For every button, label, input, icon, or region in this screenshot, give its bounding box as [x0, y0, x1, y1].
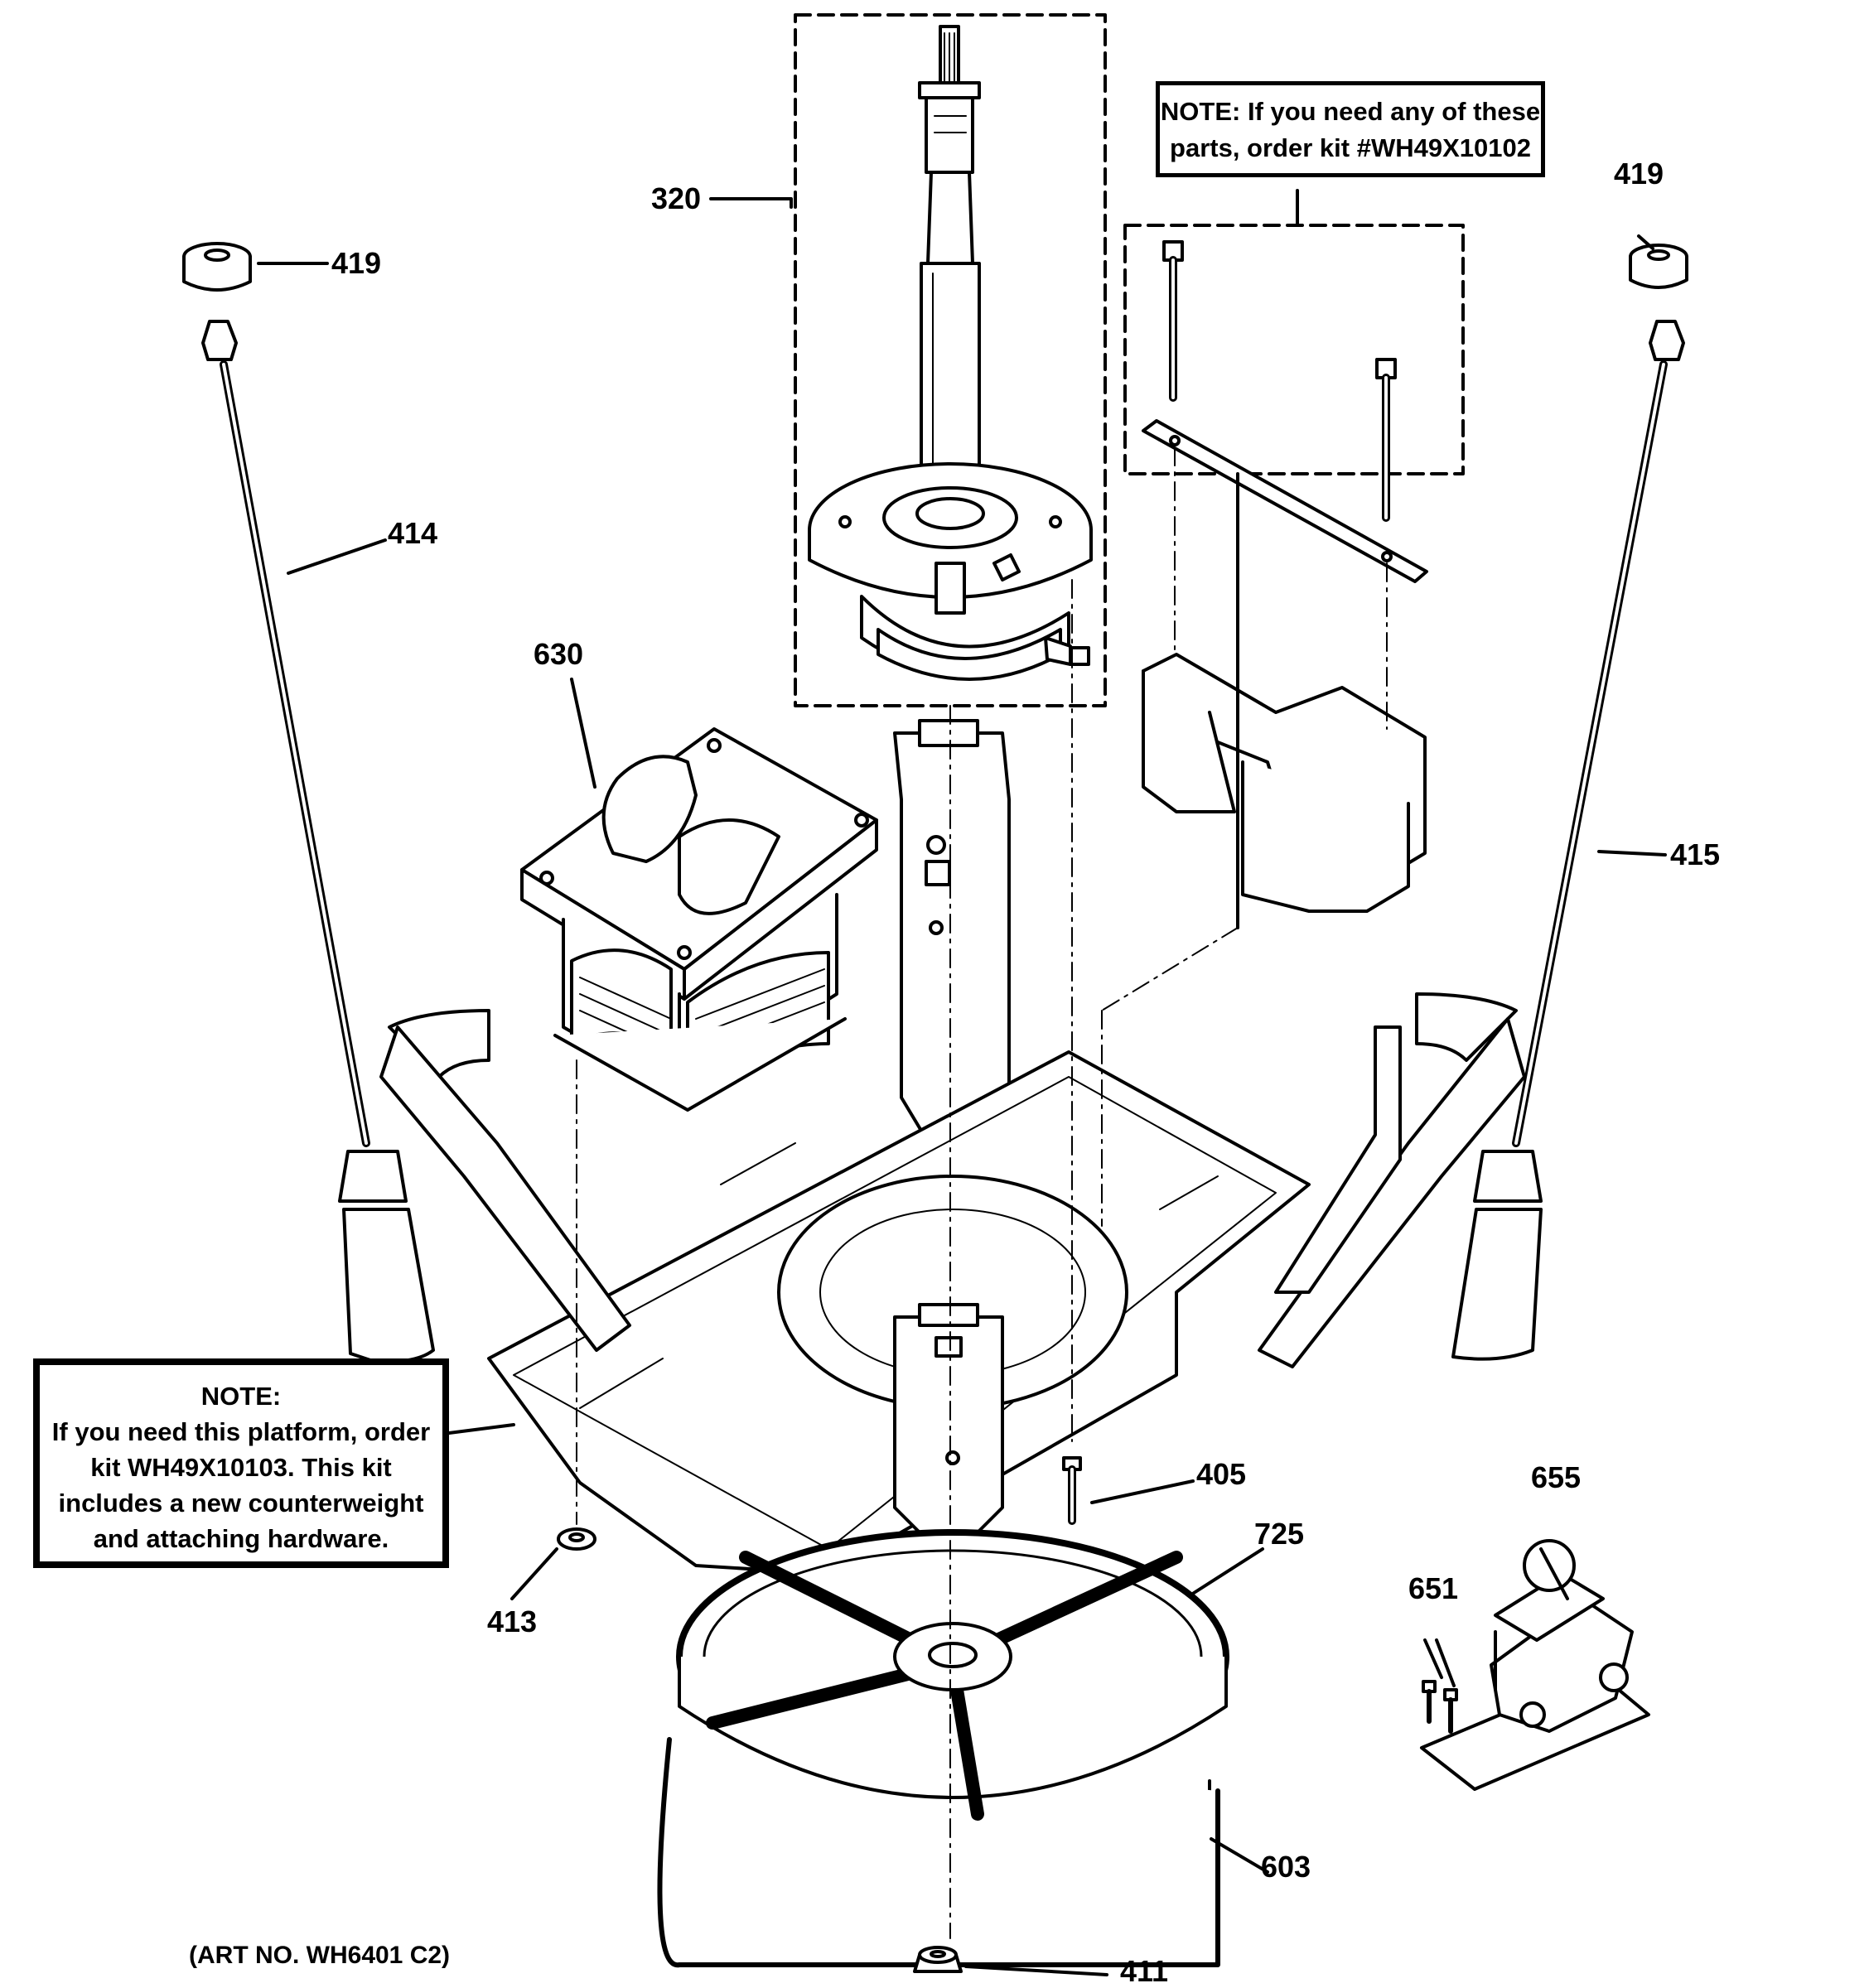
bushing-419-right — [1629, 244, 1688, 289]
callout-405: 405 — [1196, 1457, 1247, 1491]
platform-note-line-5: and attaching hardware. — [93, 1524, 389, 1553]
callout-419-right: 419 — [1614, 157, 1664, 191]
callout-630: 630 — [534, 637, 584, 671]
kit-note-line-2: parts, order kit #WH49X10102 — [1170, 133, 1531, 162]
art-number: (ART NO. WH6401 C2) — [189, 1942, 451, 1969]
platform-note-line-2: If you need this platform, order — [51, 1417, 431, 1446]
drive-shaft-assembly-320 — [808, 25, 1093, 681]
callout-320: 320 — [651, 181, 702, 215]
platform-base — [379, 992, 1526, 1575]
pump-655 — [1420, 1539, 1650, 1791]
motor-630 — [520, 727, 878, 1112]
callout-603: 603 — [1261, 1850, 1311, 1884]
shock-absorber-415 — [1451, 320, 1685, 1361]
center-support-bracket — [893, 719, 1011, 1141]
alignment-lines — [576, 446, 1388, 1939]
platform-note-line-1: NOTE: — [200, 1382, 282, 1411]
nut-411 — [913, 1946, 963, 1973]
callout-413: 413 — [487, 1604, 538, 1638]
screws-651 — [1422, 1680, 1458, 1734]
leader-lines — [257, 189, 1667, 1976]
callout-411: 411 — [1120, 1954, 1169, 1988]
drive-assembly-group-box — [794, 13, 1107, 707]
kit-note-platform: NOTE: If you need this platform, order k… — [33, 1358, 449, 1568]
kit-note-counterweight: NOTE: If you need any of these parts, or… — [1156, 81, 1545, 177]
platform-note-line-3: kit WH49X10103. This kit — [90, 1453, 392, 1482]
shock-absorber-414 — [201, 320, 435, 1364]
callout-725: 725 — [1254, 1517, 1305, 1551]
pulley-725 — [657, 1529, 1229, 1968]
counterweight-kit-parts — [1142, 240, 1428, 913]
bushing-419-left — [182, 242, 252, 292]
nut-413 — [557, 1527, 596, 1551]
callout-414: 414 — [388, 516, 438, 550]
counterweight-kit-group-box — [1123, 224, 1465, 475]
platform-note-line-4: includes a new counterweight — [58, 1489, 424, 1518]
callout-415: 415 — [1670, 837, 1721, 871]
callout-419-left: 419 — [331, 246, 382, 280]
screw-405 — [1062, 1456, 1082, 1525]
callout-651: 651 — [1408, 1571, 1459, 1605]
callout-655: 655 — [1531, 1460, 1582, 1494]
kit-note-line-1: NOTE: If you need any of these — [1160, 97, 1541, 126]
